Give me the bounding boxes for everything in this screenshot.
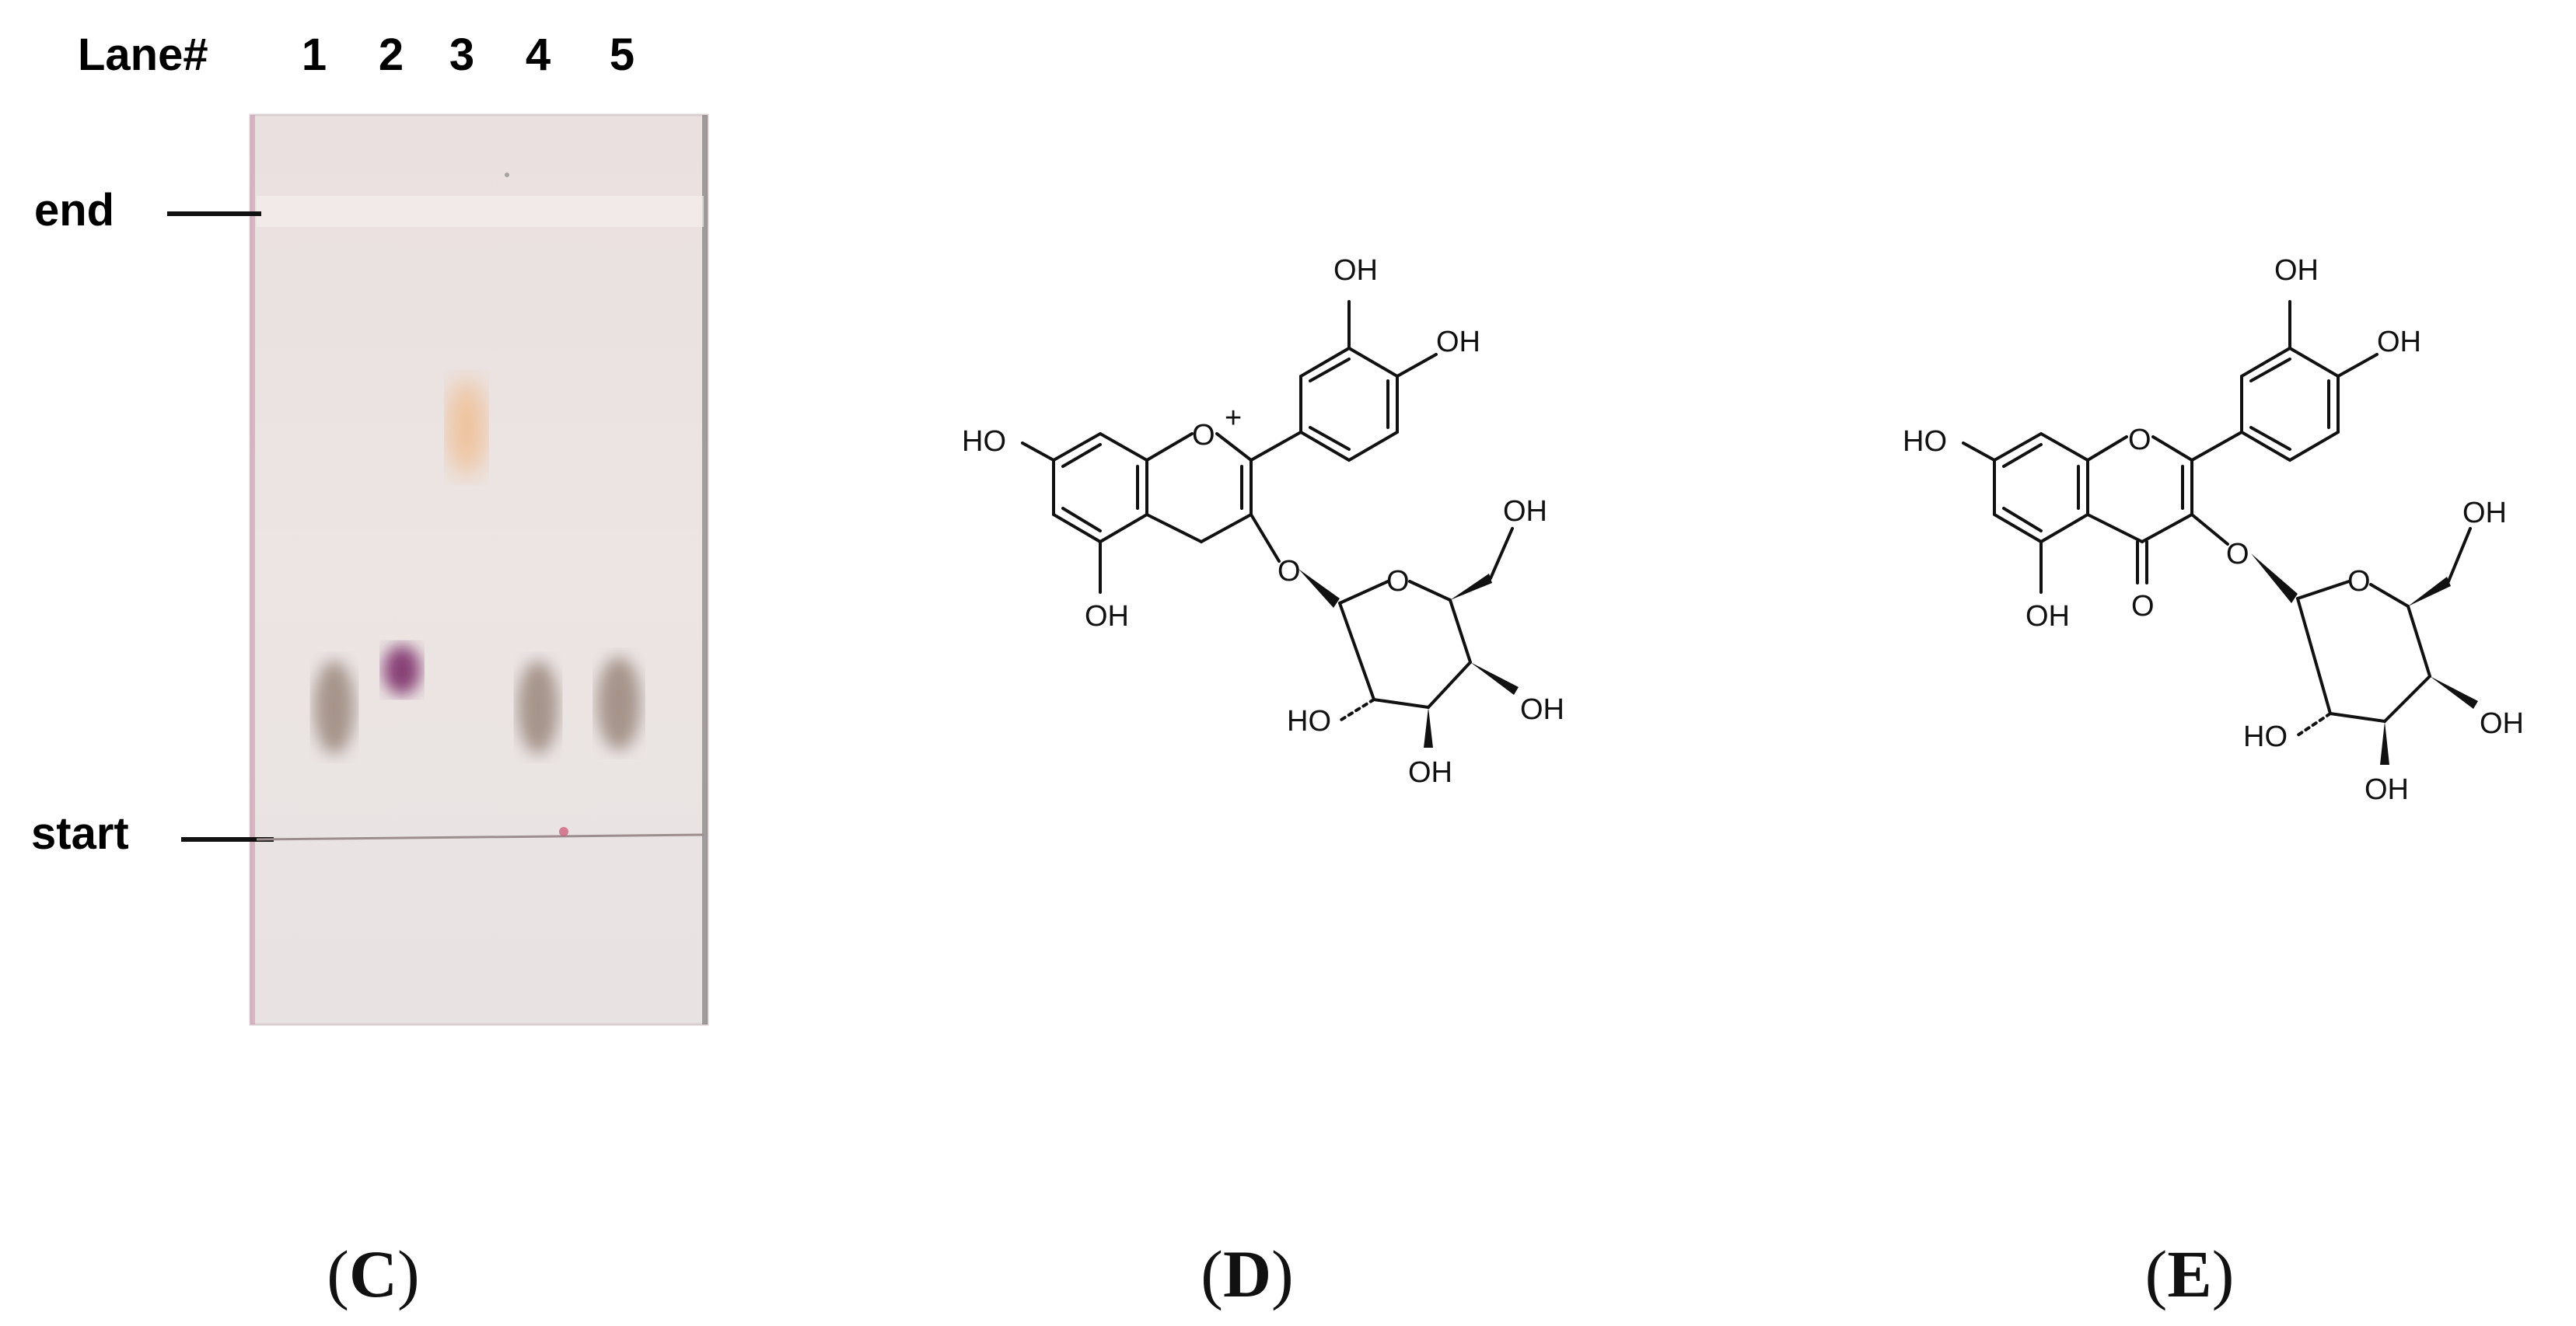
hydroxyl-4-sugar: OH	[2480, 707, 2524, 740]
lane-label-1: 1	[302, 30, 327, 80]
structure-cyanidin-glucoside: O + HO OH OH OH O O OH OH OH HO	[962, 254, 1564, 789]
hydroxyl-3-sugar: OH	[2365, 773, 2409, 806]
ring-oxygen: O	[1192, 419, 1215, 452]
hydroxyl-4-sugar: OH	[1520, 693, 1564, 726]
lane-label-5: 5	[610, 30, 634, 80]
hydroxyl-5: OH	[2025, 600, 2070, 633]
end-label: end	[34, 185, 114, 236]
lane-label-2: 2	[379, 30, 404, 80]
hydroxyl-6-sugar: OH	[1503, 495, 1547, 528]
start-label: start	[31, 808, 129, 859]
lane-label-4: 4	[526, 30, 551, 80]
origin-line	[256, 833, 704, 841]
hydroxyl-3prime: OH	[2274, 254, 2319, 287]
tlc-plate	[250, 115, 708, 1024]
spot-lane-3	[448, 379, 485, 476]
hydroxyl-4prime: OH	[1436, 326, 1480, 358]
panel-label-c: (C)	[327, 1237, 419, 1311]
spot-lane-5	[597, 657, 641, 750]
glycosidic-oxygen: O	[2226, 538, 2249, 571]
hydroxyl-7: HO	[962, 425, 1006, 458]
panel-label-e: (E)	[2145, 1237, 2235, 1311]
hydroxyl-5: OH	[1085, 600, 1129, 633]
hydroxyl-3-sugar: OH	[1408, 756, 1452, 789]
hydroxyl-3prime: OH	[1333, 254, 1378, 287]
tlc-panel: Lane# 1 2 3 4 5 end start	[31, 30, 709, 1026]
pyranose-oxygen: O	[1386, 565, 1410, 598]
spot-lane-4	[518, 661, 558, 754]
spot-lane-2	[383, 645, 421, 695]
spot-lane-1	[314, 661, 355, 754]
hydroxyl-6-sugar: OH	[2462, 497, 2507, 529]
hydroxyl-7: HO	[1903, 425, 1947, 458]
lane-label-3: 3	[449, 30, 474, 80]
pyranose-oxygen: O	[2347, 565, 2371, 598]
oxonium-charge: +	[1225, 402, 1242, 434]
ring-oxygen: O	[2128, 424, 2151, 456]
panel-label-d: (D)	[1201, 1237, 1293, 1311]
structure-quercetin-glucoside: O O HO OH OH OH O O OH OH OH HO	[1903, 254, 2524, 806]
carbonyl-oxygen: O	[2131, 590, 2155, 623]
hydroxyl-2-sugar: HO	[1287, 705, 1331, 738]
glycosidic-oxygen: O	[1278, 555, 1301, 588]
hydroxyl-2-sugar: HO	[2243, 721, 2288, 753]
lane-header: Lane#	[78, 30, 208, 80]
hydroxyl-4prime: OH	[2377, 326, 2421, 358]
